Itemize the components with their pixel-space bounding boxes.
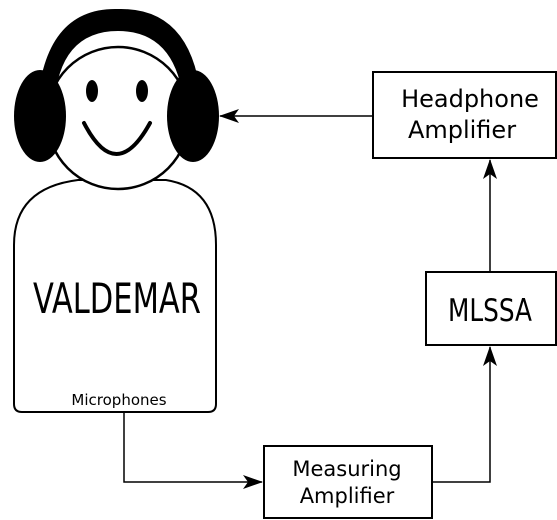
measuring-amplifier-line2: Amplifier bbox=[300, 484, 395, 508]
left-eye bbox=[86, 80, 98, 102]
microphones-label: Microphones bbox=[71, 391, 166, 409]
headphone-amplifier-line2: Amplifier bbox=[408, 116, 516, 144]
measuring-amplifier-line1: Measuring bbox=[292, 457, 401, 481]
torso bbox=[13, 179, 217, 413]
measuring-amplifier-box bbox=[263, 445, 433, 519]
mouth bbox=[82, 121, 152, 156]
right-eye bbox=[136, 80, 148, 102]
microphones-to-measuring-amp-arrow bbox=[123, 412, 263, 489]
person-name: VALDEMAR bbox=[33, 274, 201, 323]
mlssa-block: MLSSA bbox=[425, 271, 557, 346]
right-ear-cup bbox=[167, 70, 219, 162]
measuring-amplifier-block: Measuring Amplifier bbox=[263, 445, 433, 519]
mlssa-label: MLSSA bbox=[448, 293, 532, 329]
headphone-amplifier-block: Headphone Amplifier bbox=[372, 71, 557, 159]
mlssa-box bbox=[425, 271, 557, 346]
headphone-amplifier-line1: Headphone bbox=[401, 85, 539, 113]
headphone-amplifier-box bbox=[372, 71, 557, 159]
left-ear-cup bbox=[14, 70, 66, 162]
measuring-amp-to-mlssa-arrow bbox=[432, 346, 497, 483]
person-figure: VALDEMAR Microphones bbox=[13, 8, 219, 413]
